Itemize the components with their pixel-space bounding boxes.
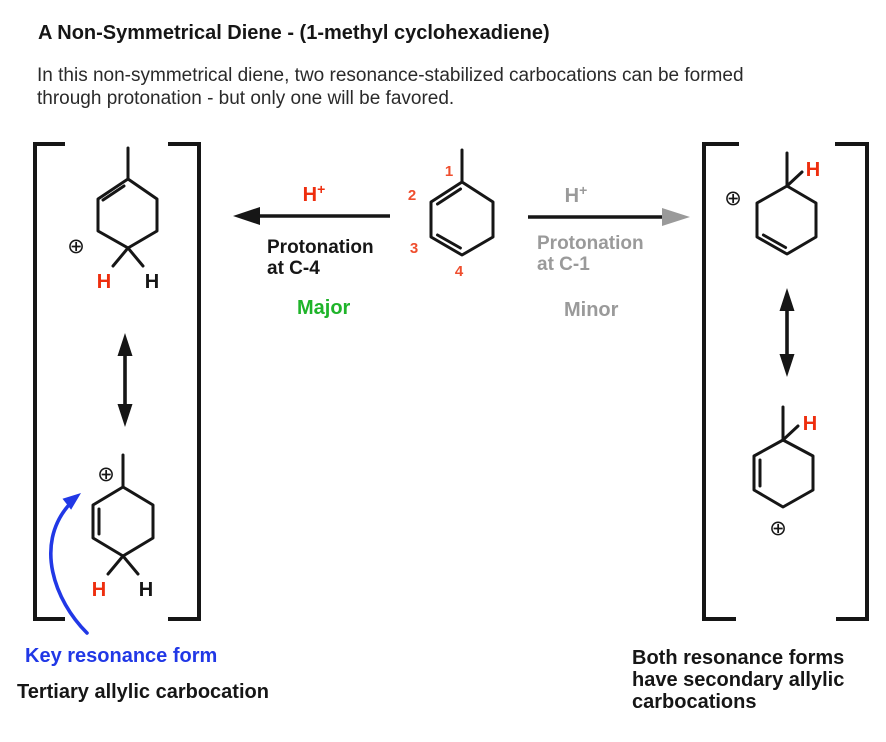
plus-charge-icon: ⊕ (724, 186, 742, 210)
hydrogen-label: H (145, 271, 159, 293)
left-resonance-arrow (117, 333, 133, 427)
bracket-close (835, 142, 869, 621)
arrow-head-up-icon (117, 333, 133, 356)
right-resonance-group: H ⊕ H ⊕ (702, 142, 869, 621)
ring (429, 180, 495, 257)
double-bond-c3-c4 (436, 233, 462, 250)
right-caption-line-2: have secondary allylic (632, 669, 844, 691)
right-caption-line-3: carbocations (632, 691, 756, 713)
right-caption: Both resonance forms have secondary ally… (632, 647, 844, 713)
key-resonance-form-label: Key resonance form (25, 645, 217, 667)
bracket-close (168, 142, 201, 621)
left-step-line-1: Protonation (267, 237, 374, 258)
double-bond (761, 233, 788, 249)
right-reagent-h-plus: H+ (565, 182, 588, 207)
carbon-number-2: 2 (408, 187, 416, 204)
bracket-open (33, 142, 65, 621)
center-molecule-1-methylcyclohexadiene: 1 2 3 4 (408, 148, 495, 280)
curved-arrow-head-icon (62, 493, 81, 510)
double-bond (101, 184, 126, 202)
ring (91, 485, 155, 558)
bracket-open (702, 142, 739, 621)
arrow-head-down-icon (117, 404, 133, 427)
ring (755, 184, 818, 256)
right-caption-line-1: Both resonance forms (632, 647, 844, 669)
added-proton-label: H (806, 159, 820, 181)
major-label: Major (297, 297, 351, 319)
page-title: A Non-Symmetrical Diene - (1-methyl cycl… (38, 22, 550, 44)
carbon-number-1: 1 (445, 163, 453, 180)
plus-charge-icon: ⊕ (67, 234, 85, 258)
left-step-line-2: at C-4 (267, 258, 320, 279)
right-bottom-cation: H ⊕ (752, 405, 817, 540)
c-h-bond-red (111, 246, 130, 268)
left-reagent-h-plus: H+ (303, 181, 326, 206)
left-reaction-arrow: H+ Protonation at C-4 Major (233, 181, 390, 319)
key-form-pointer-arrow (49, 493, 89, 635)
hydrogen-label: H (139, 579, 153, 601)
arrow-head-right-icon (662, 208, 690, 226)
arrow-head-up-icon (779, 288, 795, 311)
carbon-number-4: 4 (455, 263, 464, 280)
c-h-bond-red (781, 424, 800, 442)
description-line-1: In this non-symmetrical diene, two reson… (37, 65, 744, 86)
tertiary-allylic-caption: Tertiary allylic carbocation (17, 681, 269, 703)
curved-arrow-shaft (49, 504, 89, 635)
added-proton-label: H (92, 579, 106, 601)
c-h-bond-red (106, 554, 125, 576)
ring (96, 177, 159, 250)
right-reaction-arrow: H+ Protonation at C-1 Minor (528, 182, 690, 321)
arrow-head-down-icon (779, 354, 795, 377)
description: In this non-symmetrical diene, two reson… (37, 64, 744, 110)
ring (752, 438, 815, 509)
left-bottom-cation-tertiary: ⊕ H H (91, 453, 155, 601)
plus-charge-icon: ⊕ (97, 462, 115, 486)
description-line-2: through protonation - but only one will … (37, 88, 455, 109)
right-top-cation: H ⊕ (724, 151, 820, 256)
added-proton-label: H (97, 271, 111, 293)
right-step-line-2: at C-1 (537, 254, 590, 275)
arrow-head-left-icon (233, 207, 260, 225)
double-bond-c1-c2 (436, 187, 462, 206)
plus-charge-icon: ⊕ (769, 516, 787, 540)
left-resonance-group: ⊕ H H ⊕ H H (33, 142, 201, 635)
added-proton-label: H (803, 413, 817, 435)
c-h-bond-red (785, 170, 804, 188)
right-step-line-1: Protonation (537, 233, 644, 254)
minor-label: Minor (564, 299, 619, 321)
carbon-number-3: 3 (410, 240, 418, 257)
right-resonance-arrow (779, 288, 795, 377)
c-h-bond-black (126, 246, 145, 268)
c-h-bond-black (121, 554, 140, 576)
left-top-cation: ⊕ H H (67, 146, 159, 293)
